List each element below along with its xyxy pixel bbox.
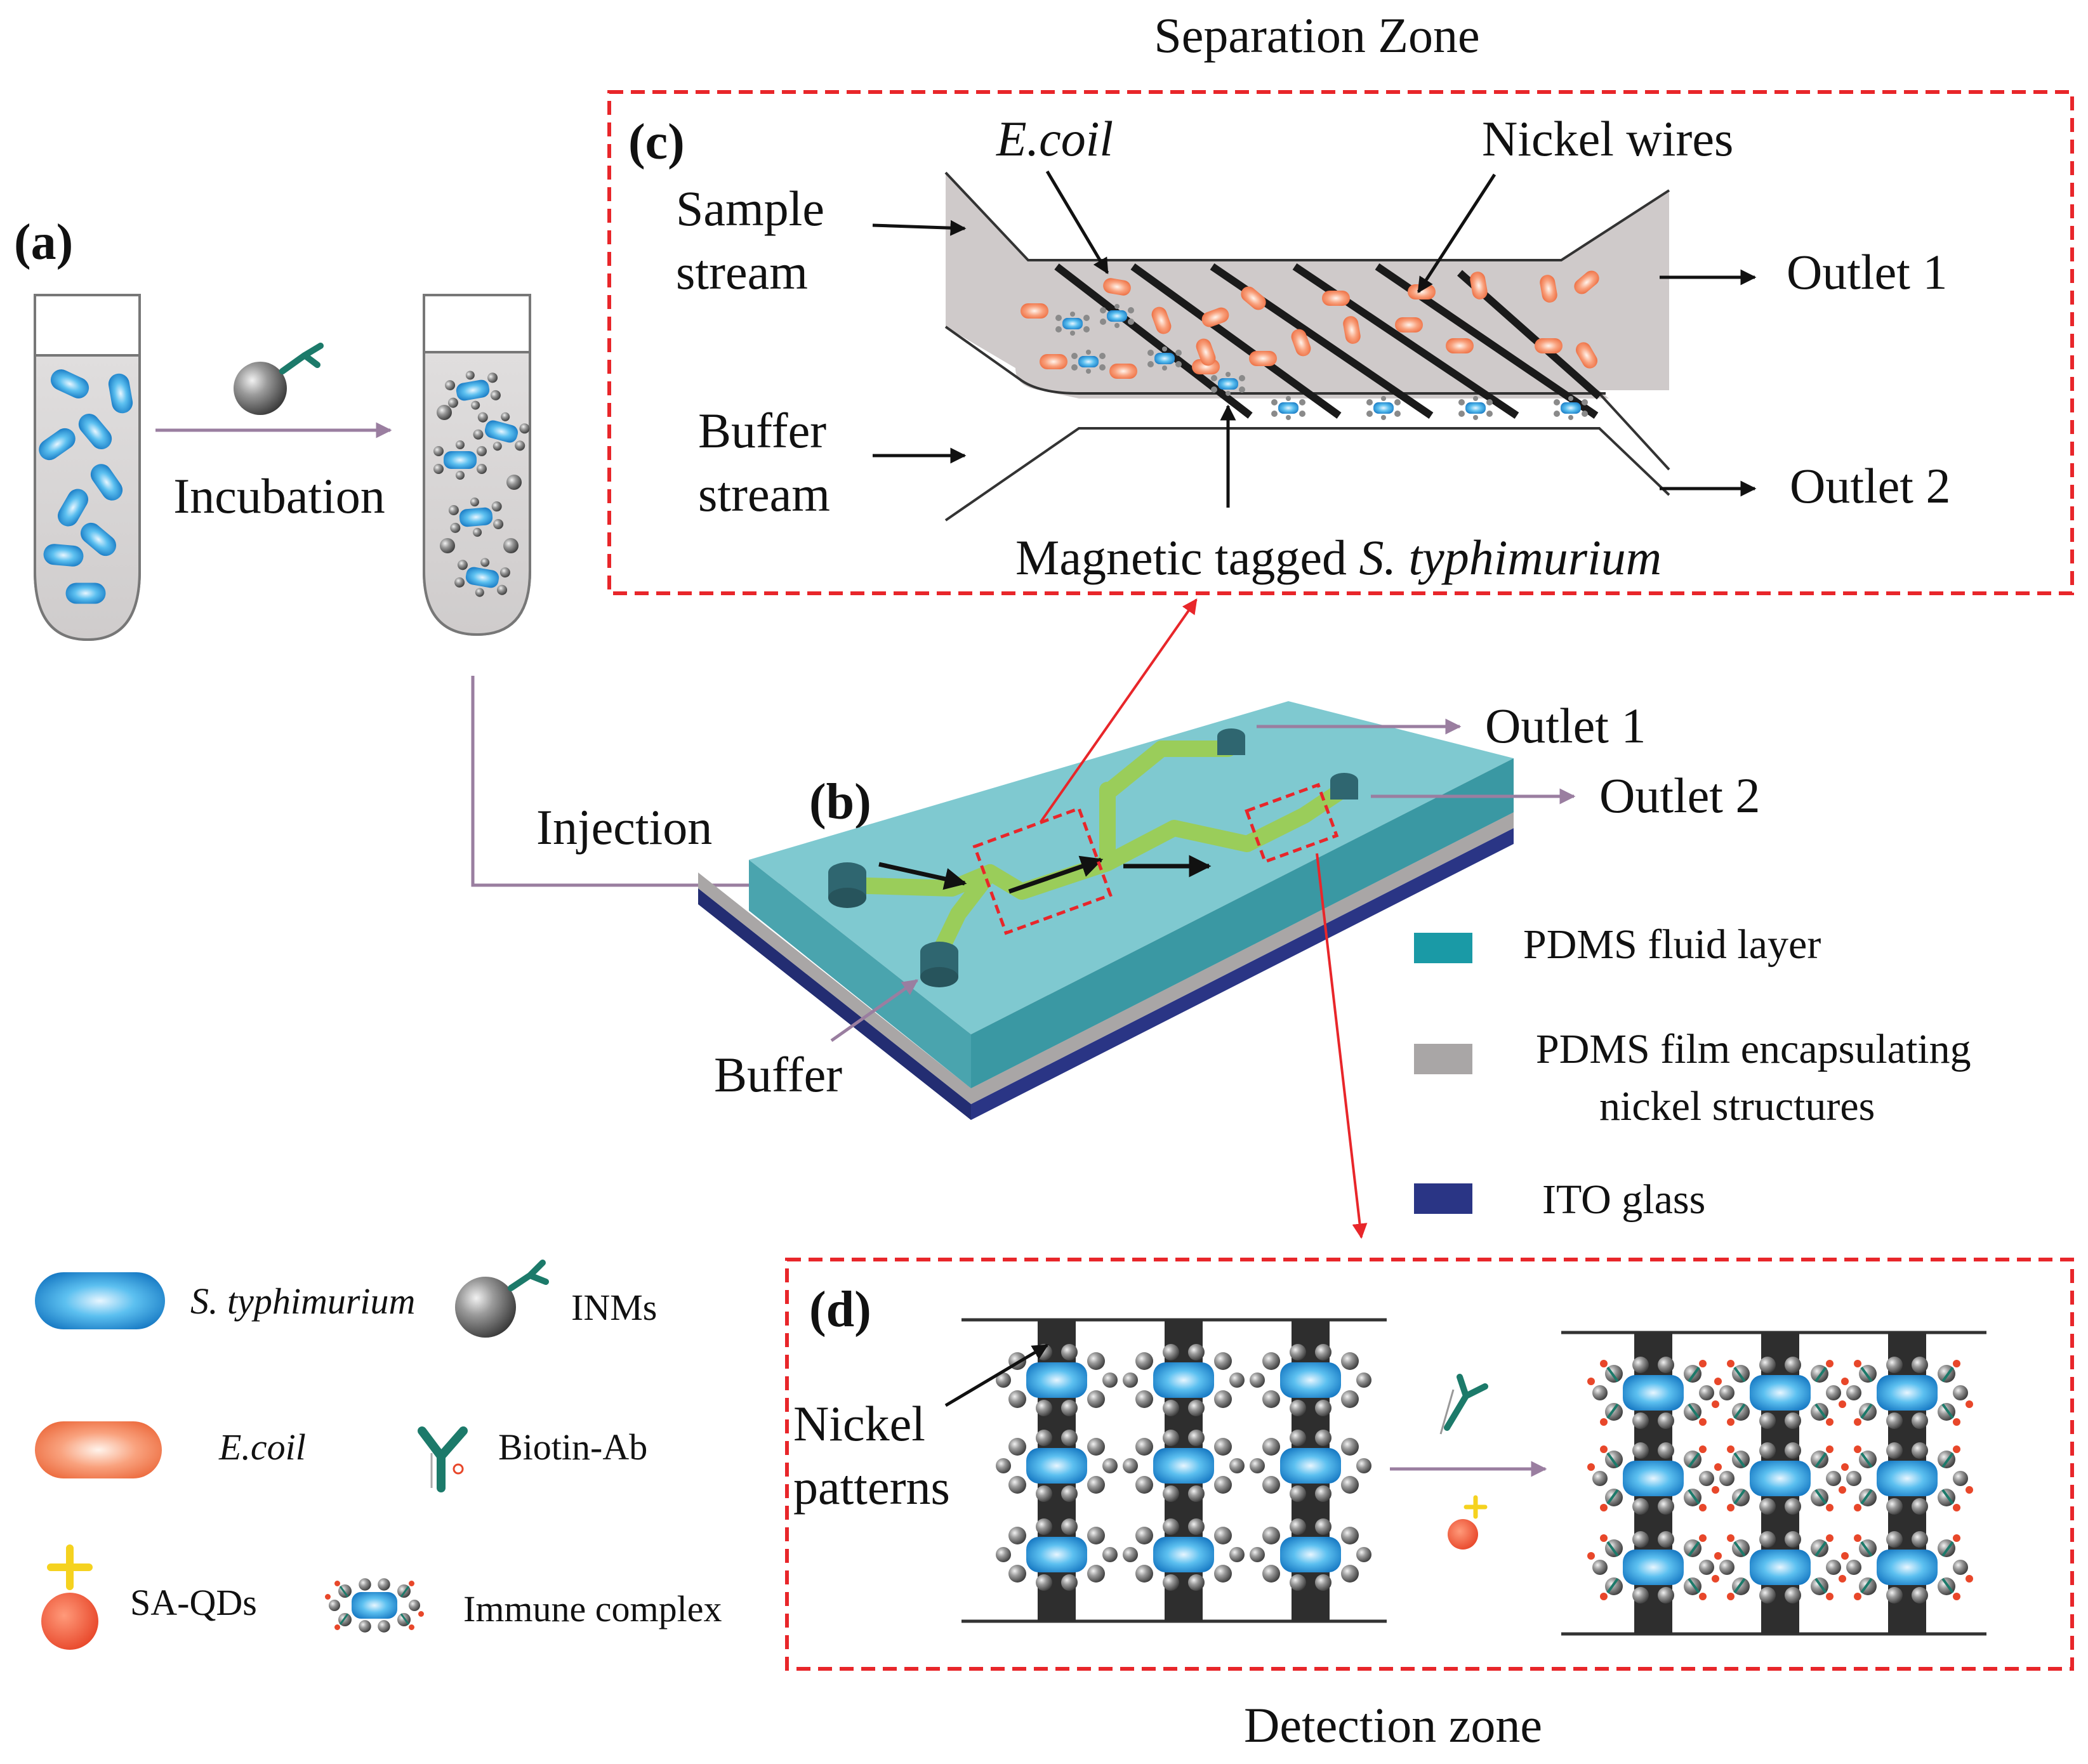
legend-biotin-ab-label: Biotin-Ab (498, 1426, 647, 1468)
legend-inm-icon (455, 1260, 549, 1338)
inm-reagent-icon (234, 343, 324, 415)
panel-a-tag: (a) (14, 214, 73, 270)
outlet1-label-b: Outlet 1 (1485, 698, 1646, 753)
legend-immune-complex-icon (324, 1577, 425, 1634)
panel-b-tag: (b) (809, 774, 871, 830)
buffer-arrow (830, 978, 919, 1043)
outlet2-label-b: Outlet 2 (1599, 768, 1760, 823)
magnetic-tagged-label: Magnetic tagged S. typhimurium (1015, 530, 1662, 585)
detection-zone-highlight (1245, 782, 1339, 864)
tube-after (423, 294, 532, 636)
detection-before (961, 1318, 1387, 1623)
legend-ecoli-icon (35, 1421, 162, 1478)
nickel-patterns-arrow (944, 1343, 1049, 1407)
ecoli-label: E.coil (996, 111, 1113, 166)
detection-zone-title: Detection zone (1244, 1697, 1542, 1753)
ecoli-pointer-arrow (1045, 170, 1109, 275)
nickel-wires-pointer-arrow (1417, 173, 1497, 294)
detection-zone-box (785, 1258, 2074, 1671)
legend-biotin-ab-icon (418, 1426, 468, 1492)
legend-inms-label: INMs (571, 1287, 657, 1328)
chip-ports (828, 728, 1358, 987)
added-reagents-icon (1439, 1374, 1488, 1550)
flow-arrow-2 (1008, 855, 1104, 894)
panel-d-tag: (d) (809, 1282, 871, 1338)
separation-zone-highlight (972, 806, 1113, 935)
buffer-stream-label-2: stream (698, 466, 830, 522)
injection-label: Injection (536, 800, 712, 855)
outlet2-label-c: Outlet 2 (1790, 458, 1950, 513)
nickel-patterns-label-1: Nickel (793, 1396, 925, 1451)
tube-before (34, 294, 141, 642)
buffer-stream-label-1: Buffer (698, 403, 826, 458)
outlet1-label-c: Outlet 1 (1787, 244, 1947, 299)
sample-stream-arrow (872, 220, 967, 236)
ito-glass-label: ITO glass (1542, 1176, 1705, 1223)
nickel-patterns-label-2: patterns (793, 1459, 950, 1515)
legend-s-typhimurium-label: S. typhimurium (190, 1280, 415, 1322)
sample-stream-label-2: stream (676, 244, 808, 299)
panel-c-tag: (c) (628, 114, 685, 170)
detection-after (1561, 1331, 1986, 1636)
pdms-fluid-swatch (1414, 933, 1472, 963)
pdms-film-label-2: nickel structures (1599, 1083, 1875, 1129)
legend-ecoli-label: E.coil (218, 1426, 306, 1468)
nickel-wires-label: Nickel wires (1482, 111, 1733, 166)
symbol-legend: S. typhimurium INMs E.coil Biotin-Ab SA-… (35, 1260, 722, 1650)
injection-path-arrow (471, 676, 798, 893)
flow-arrow-1 (878, 862, 967, 890)
incubation-label: Incubation (173, 468, 385, 523)
layer-legend: PDMS fluid layer PDMS film encapsulating… (1414, 921, 1971, 1223)
zoom-arrow-detection (1316, 853, 1368, 1239)
legend-immune-complex-label: Immune complex (463, 1588, 722, 1629)
pdms-film-swatch (1414, 1044, 1472, 1074)
separation-zone-title: Separation Zone (1154, 8, 1479, 63)
legend-s-typhimurium-icon (35, 1272, 165, 1329)
pdms-film-label-1: PDMS film encapsulating (1536, 1026, 1971, 1072)
ito-glass-swatch (1414, 1183, 1472, 1214)
zoom-arrow-separation (1040, 598, 1198, 823)
pdms-fluid-label: PDMS fluid layer (1523, 921, 1821, 968)
legend-sa-qds-label: SA-QDs (130, 1582, 257, 1623)
sample-stream-label-1: Sample (676, 181, 824, 236)
separation-zone-box (607, 90, 2074, 595)
legend-sa-qd-icon (41, 1544, 98, 1650)
buffer-label: Buffer (714, 1047, 842, 1102)
